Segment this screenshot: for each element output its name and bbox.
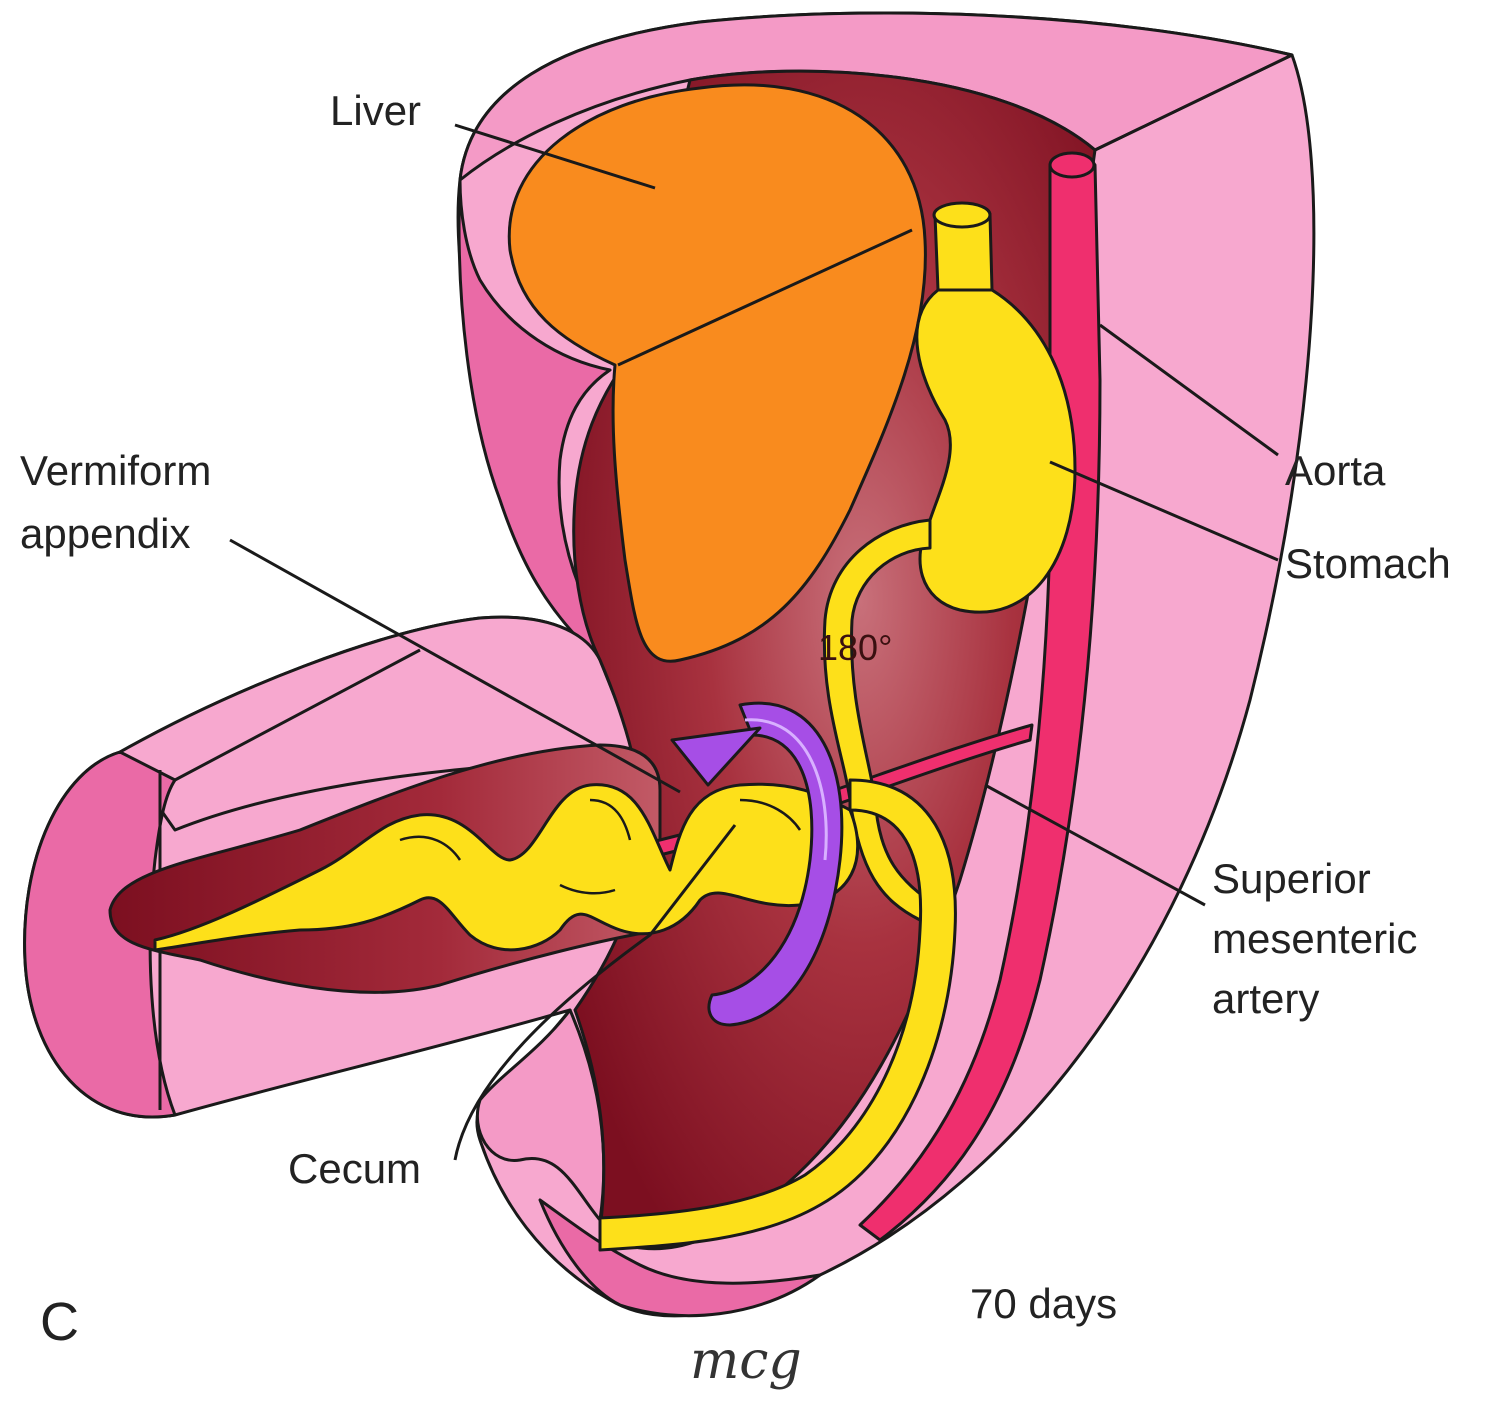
panel-letter: C [40,1292,79,1352]
sma-label-line1: Superior [1212,855,1371,902]
vermiform-appendix-label-line1: Vermiform [20,447,211,494]
stomach-label: Stomach [1285,540,1451,587]
sma-label-line3: artery [1212,975,1319,1022]
rotation-degree-label: 180° [818,627,892,668]
artist-signature: mcg [690,1331,802,1391]
liver-label: Liver [330,87,421,134]
vermiform-appendix-label-line2: appendix [20,510,190,557]
age-label: 70 days [970,1280,1117,1327]
cecum-label: Cecum [288,1145,421,1192]
sma-label-line2: mesenteric [1212,915,1417,962]
aorta-label: Aorta [1285,447,1386,494]
